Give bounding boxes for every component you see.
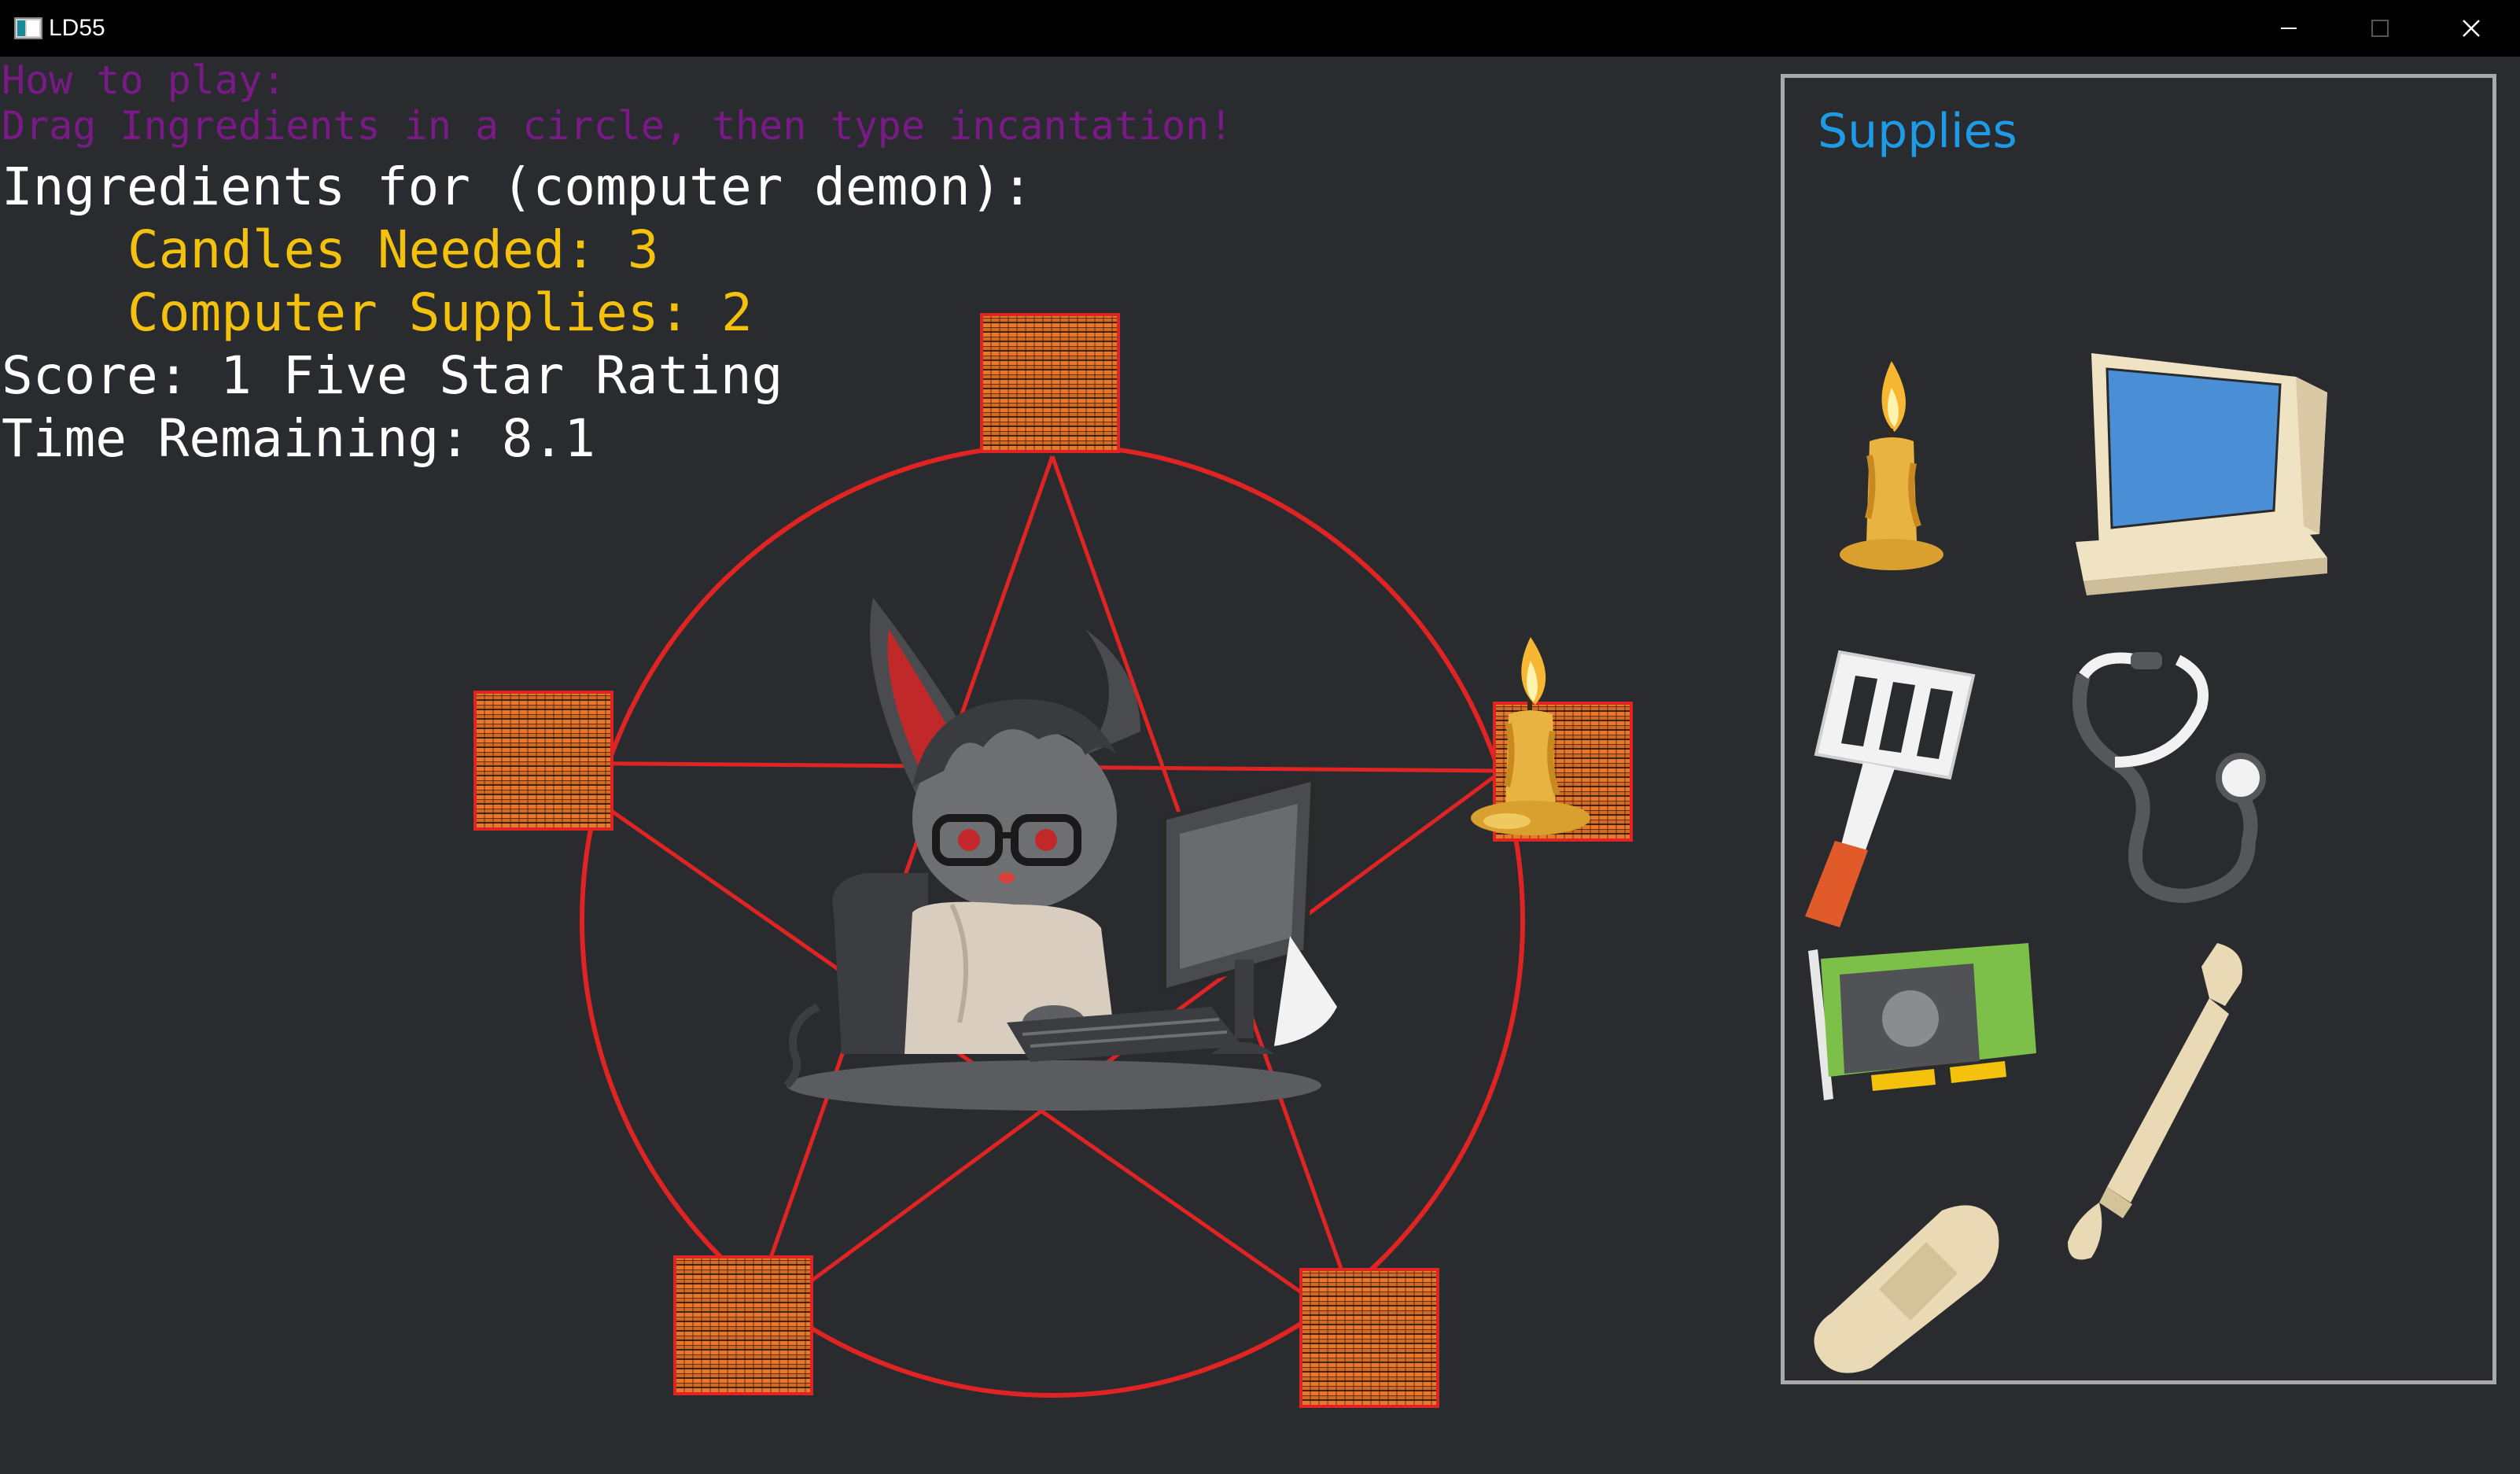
- minimize-button[interactable]: [2243, 0, 2334, 57]
- demon-character: [783, 598, 1337, 1111]
- ingredient-slot-bottom-left[interactable]: [673, 1255, 813, 1395]
- minimize-icon: [2281, 28, 2297, 29]
- candles-needed: Candles Needed: 3: [127, 219, 659, 280]
- candle-icon[interactable]: [1460, 629, 1601, 849]
- computer-supplies-needed: Computer Supplies: 2: [127, 282, 753, 343]
- window-title: LD55: [49, 15, 105, 41]
- close-button[interactable]: [2426, 0, 2517, 57]
- score-display: Score: 1 Five Star Rating: [2, 345, 783, 406]
- bandage-supply-icon[interactable]: [1808, 1195, 2005, 1376]
- computer-monitor-supply-icon[interactable]: [2068, 345, 2351, 605]
- maximize-icon: [2371, 20, 2389, 37]
- time-remaining: Time Remaining: 8.1: [2, 408, 595, 469]
- graphics-card-supply-icon[interactable]: [1792, 943, 2044, 1116]
- rolling-pin-supply-icon[interactable]: [2060, 935, 2264, 1273]
- ingredients-header: Ingredients for (computer demon):: [2, 157, 1033, 217]
- candle-supply-icon[interactable]: [1832, 353, 1950, 581]
- app-icon: [14, 17, 42, 39]
- how-to-play-instructions: Drag Ingredients in a circle, then type …: [2, 103, 1233, 149]
- ingredient-slot-left[interactable]: [473, 691, 613, 831]
- ingredient-slot-bottom-right[interactable]: [1299, 1268, 1439, 1408]
- stethoscope-supply-icon[interactable]: [2068, 644, 2272, 912]
- how-to-play-title: How to play:: [2, 57, 286, 103]
- spatula-supply-icon[interactable]: [1792, 636, 1981, 927]
- summoning-circle: [440, 299, 1652, 1432]
- maximize-button[interactable]: [2334, 0, 2426, 57]
- window-titlebar[interactable]: LD55: [0, 0, 2520, 57]
- close-icon: [2463, 20, 2480, 37]
- ingredient-slot-top[interactable]: [980, 313, 1120, 453]
- supplies-title: Supplies: [1818, 104, 2017, 159]
- supplies-panel: Supplies: [1781, 74, 2496, 1384]
